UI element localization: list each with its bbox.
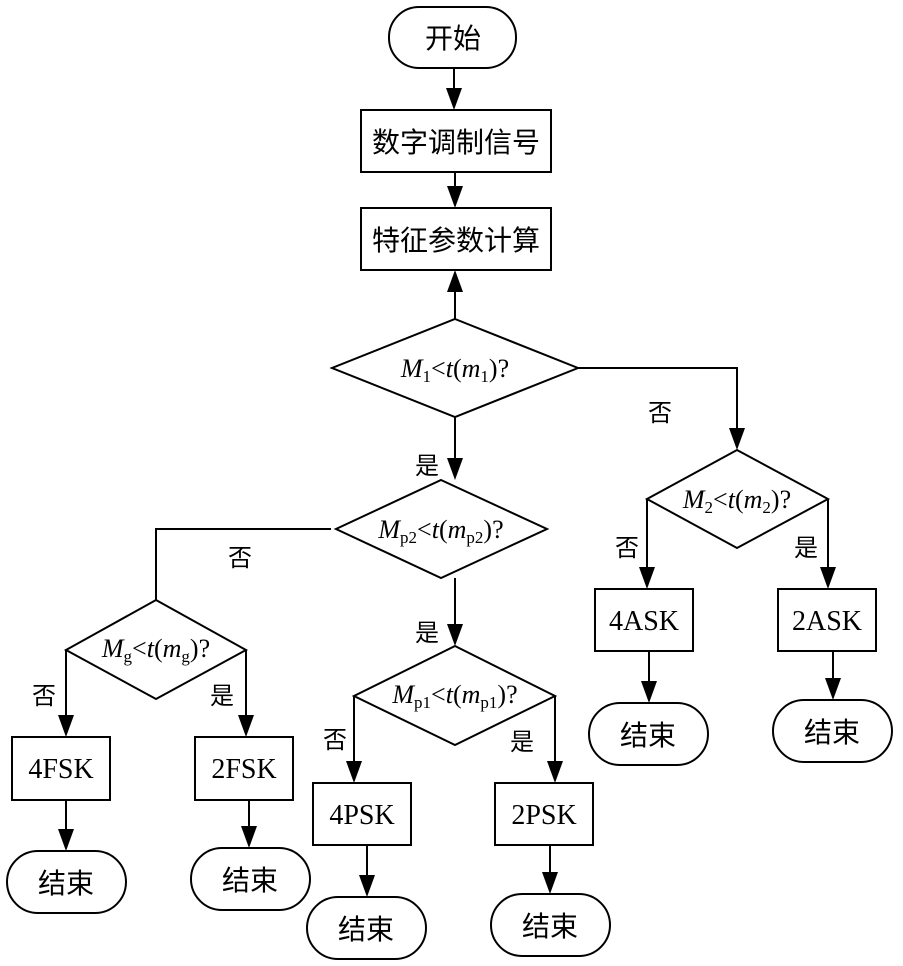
- psk2-label: 2PSK: [511, 800, 576, 831]
- decision-mp1-label: Mp1<t(mp1)?: [391, 680, 517, 712]
- fsk2-label: 2FSK: [211, 754, 276, 785]
- end-fsk4-node: 结束: [6, 850, 127, 914]
- arrowhead-icon: [447, 186, 463, 208]
- arrowhead-icon: [359, 875, 375, 897]
- arrowhead-icon: [820, 567, 836, 589]
- ask4-node: 4ASK: [594, 588, 694, 652]
- branch-label-d1-no: 否: [648, 399, 672, 427]
- branch-label-d1-yes: 是: [415, 452, 439, 480]
- end-fsk4-label: 结束: [38, 867, 94, 900]
- branch-label-dp1-no: 否: [323, 726, 347, 754]
- end-psk2-node: 结束: [490, 893, 611, 957]
- decision-mg: Mg<t(mg)?: [63, 598, 249, 701]
- arrowhead-icon: [542, 872, 558, 894]
- arrowhead-icon: [447, 270, 463, 292]
- branch-label-dp2-yes: 是: [415, 619, 439, 647]
- end-ask4-node: 结束: [588, 702, 709, 766]
- branch-label-dp2-no: 否: [228, 544, 252, 572]
- psk2-node: 2PSK: [494, 782, 594, 846]
- feature-label: 特征参数计算: [372, 224, 540, 257]
- start-node: 开始: [388, 6, 517, 69]
- edge-d1-d2: [578, 367, 738, 428]
- decision-m1: M1<t(m1)?: [329, 317, 581, 419]
- start-label: 开始: [425, 22, 481, 55]
- arrowhead-icon: [447, 624, 463, 646]
- branch-label-dg-no: 否: [32, 682, 56, 710]
- arrowhead-icon: [241, 826, 257, 848]
- ask2-node: 2ASK: [777, 588, 877, 652]
- ask2-label: 2ASK: [792, 606, 862, 637]
- branch-label-d2-yes: 是: [794, 534, 818, 562]
- psk4-node: 4PSK: [312, 782, 412, 846]
- fsk4-node: 4FSK: [11, 736, 111, 801]
- arrowhead-icon: [639, 567, 655, 589]
- decision-mp1: Mp1<t(mp1)?: [351, 644, 558, 747]
- arrowhead-icon: [238, 715, 254, 737]
- branch-label-d2-no: 否: [615, 534, 639, 562]
- psk4-label: 4PSK: [329, 800, 394, 831]
- branch-label-dp1-yes: 是: [510, 728, 534, 756]
- decision-m2: M2<t(m2)?: [644, 448, 831, 550]
- arrowhead-icon: [346, 761, 362, 783]
- ask4-label: 4ASK: [609, 606, 679, 637]
- arrowhead-icon: [58, 829, 74, 851]
- end-psk2-label: 结束: [522, 910, 578, 943]
- decision-mg-label: Mg<t(mg)?: [101, 634, 210, 666]
- decision-m1-label: M1<t(m1)?: [400, 354, 509, 386]
- branch-label-dg-yes: 是: [210, 682, 234, 710]
- arrowhead-icon: [825, 678, 841, 700]
- arrowhead-icon: [446, 88, 462, 110]
- decision-m2-label: M2<t(m2)?: [682, 485, 791, 517]
- arrowhead-icon: [729, 428, 745, 450]
- end-fsk2-label: 结束: [222, 864, 278, 897]
- end-psk4-node: 结束: [306, 896, 427, 960]
- signal-node: 数字调制信号: [360, 109, 552, 173]
- branch-labels: 是 否 否 是 否 是 否 是 否 是: [32, 399, 818, 756]
- decision-mp2-label: Mp2<t(mp2)?: [377, 515, 503, 547]
- fsk2-node: 2FSK: [194, 736, 294, 801]
- decision-mp2: Mp2<t(mp2)?: [333, 478, 550, 580]
- edge-dp2-dg: [155, 528, 331, 600]
- feature-node: 特征参数计算: [360, 207, 552, 271]
- arrowhead-icon: [547, 761, 563, 783]
- end-ask2-node: 结束: [772, 699, 893, 763]
- fsk4-label: 4FSK: [28, 754, 93, 785]
- arrowhead-icon: [641, 681, 657, 703]
- end-fsk2-node: 结束: [190, 847, 311, 911]
- end-psk4-label: 结束: [338, 913, 394, 946]
- end-ask2-label: 结束: [804, 716, 860, 749]
- signal-label: 数字调制信号: [372, 126, 540, 159]
- end-ask4-label: 结束: [620, 719, 676, 752]
- arrowhead-icon: [58, 715, 74, 737]
- connectors: [58, 68, 841, 897]
- arrowhead-icon: [447, 458, 463, 480]
